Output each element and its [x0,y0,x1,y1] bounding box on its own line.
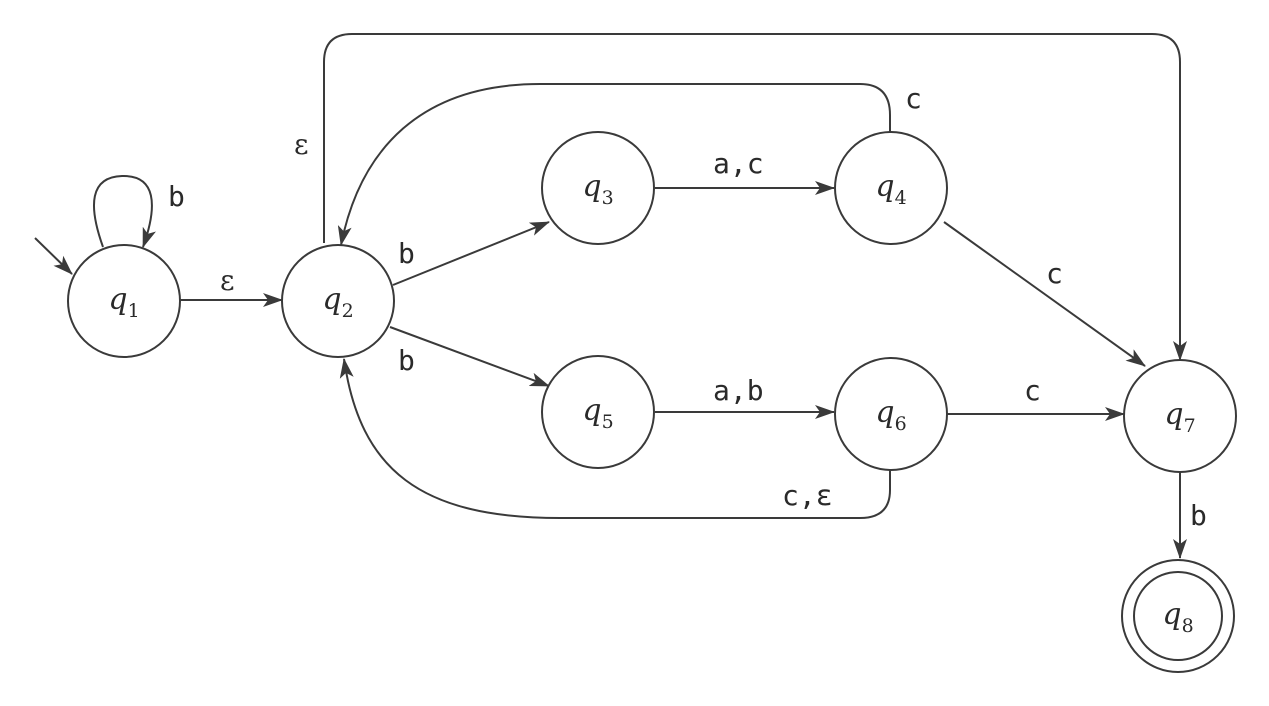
label-q2-q7: ε [294,128,309,161]
label-q2-q3: b [398,237,415,270]
svg-text:q8: q8 [1162,597,1193,637]
state-q7: q7 [1123,359,1237,473]
edge-q1-q1 [93,174,156,248]
state-q4: q4 [834,131,948,245]
label-q1-q1: b [168,180,185,213]
state-q6: q6 [834,357,948,471]
state-q5: q5 [541,355,655,469]
label-q6-q7: c [1024,374,1041,407]
edge-q2-q3 [392,221,550,286]
label-q7-q8: b [1190,499,1207,532]
edge-q2-q5 [389,326,550,387]
edge-q2-q7 [323,33,1187,361]
label-q1-q2: ε [220,264,235,297]
edge-q6-q2 [339,358,891,519]
label-q5-q6: a,b [713,374,764,407]
edge-q4-q2 [337,83,891,246]
svg-text:q2: q2 [322,282,353,322]
state-q8-accept: q8 [1121,559,1235,673]
state-q2: q2 [281,244,395,358]
svg-text:q7: q7 [1164,397,1195,437]
svg-text:q3: q3 [582,169,613,209]
svg-text:q4: q4 [875,169,906,209]
state-q1: q1 [67,244,181,358]
svg-text:q1: q1 [108,282,139,322]
label-q3-q4: a,c [713,147,764,180]
state-q3: q3 [541,131,655,245]
label-q2-q5: b [398,344,415,377]
svg-text:q6: q6 [875,395,906,435]
label-q6-q2: c,ε [782,479,833,512]
label-q4-q2: c [905,82,922,115]
svg-text:q5: q5 [582,393,613,433]
edge-q4-q7 [943,221,1146,367]
start-arrow [34,237,73,275]
label-q4-q7: c [1046,257,1063,290]
